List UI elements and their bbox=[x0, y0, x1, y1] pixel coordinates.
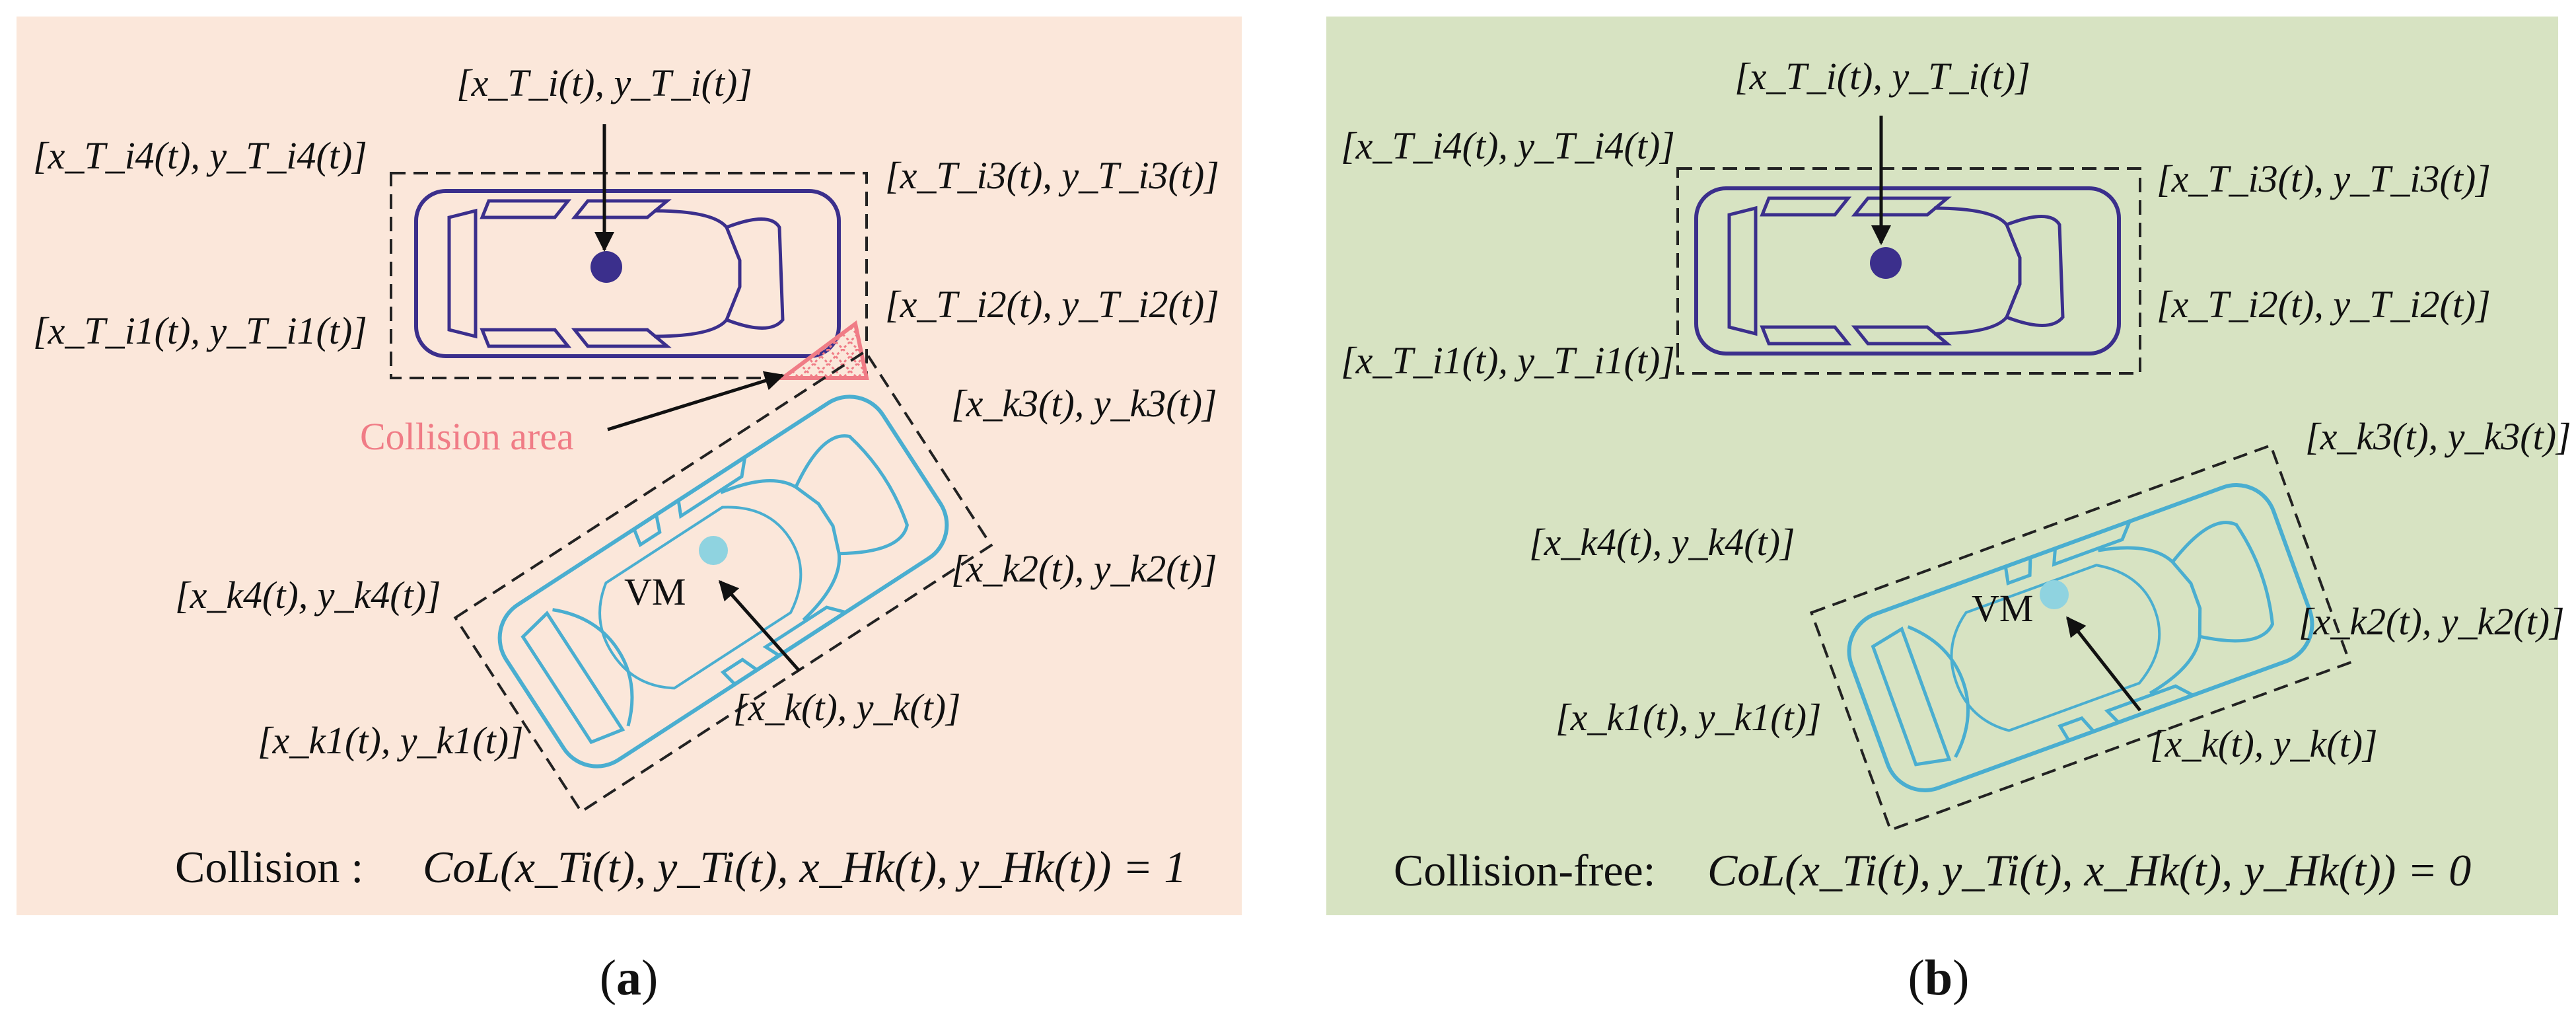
target-corner2-label-b: [x_T_i2(t), y_T_i2(t)] bbox=[2157, 283, 2491, 326]
vehicle-center-label: [x_k(t), y_k(t)] bbox=[733, 686, 961, 729]
panel-b-background bbox=[1326, 17, 2558, 915]
collision-area-label: Collision area bbox=[360, 415, 574, 458]
vm-label-b: VM bbox=[1972, 587, 2033, 630]
caption-a-letter: a bbox=[616, 950, 641, 1006]
vehicle-corner2-label-b: [x_k2(t), y_k2(t)] bbox=[2299, 600, 2565, 643]
target-corner1-label-b: [x_T_i1(t), y_T_i1(t)] bbox=[1341, 339, 1675, 382]
collision-area-arrow bbox=[607, 371, 785, 432]
panel-b: VM [x_T_i(t), y_T_i(t)] [x_T_i4(t), y_T_… bbox=[1326, 17, 2571, 915]
equation-a: CoL(x_Ti(t), y_Ti(t), x_Hk(t), y_Hk(t)) … bbox=[423, 842, 1186, 892]
vehicle-corner2-label: [x_k2(t), y_k2(t)] bbox=[951, 547, 1217, 590]
caption-b: (b) bbox=[1908, 950, 1970, 1006]
equation-b: CoL(x_Ti(t), y_Ti(t), x_Hk(t), y_Hk(t)) … bbox=[1707, 845, 2471, 895]
target-center-label: [x_T_i(t), y_T_i(t)] bbox=[456, 61, 752, 104]
vehicle-center-dot bbox=[699, 536, 728, 565]
target-corner2-label: [x_T_i2(t), y_T_i2(t)] bbox=[885, 283, 1219, 326]
target-bounding-box-b bbox=[1676, 167, 2141, 375]
target-corner4-label: [x_T_i4(t), y_T_i4(t)] bbox=[33, 134, 367, 177]
panel-a-background bbox=[17, 17, 1242, 915]
vehicle-corner3-label: [x_k3(t), y_k3(t)] bbox=[951, 382, 1217, 425]
vehicle-corner3-label-b: [x_k3(t), y_k3(t)] bbox=[2305, 415, 2571, 458]
panel-a: Collision area VM [x_T_i(t), y_T_i(t)] [… bbox=[17, 17, 1242, 915]
vehicle-center-dot-b bbox=[2040, 580, 2069, 609]
caption-a: (a) bbox=[600, 950, 659, 1006]
target-corner3-label-b: [x_T_i3(t), y_T_i3(t)] bbox=[2157, 157, 2491, 200]
target-center-dot bbox=[590, 251, 622, 283]
caption-b-letter: b bbox=[1925, 950, 1952, 1006]
target-corner3-label: [x_T_i3(t), y_T_i3(t)] bbox=[885, 154, 1219, 197]
vehicle-corner1-label-b: [x_k1(t), y_k1(t)] bbox=[1556, 696, 1822, 739]
target-bounding-box bbox=[390, 172, 868, 379]
equation-prefix-a: Collision : bbox=[175, 842, 363, 892]
target-corner4-label-b: [x_T_i4(t), y_T_i4(t)] bbox=[1341, 124, 1675, 167]
target-corner1-label: [x_T_i1(t), y_T_i1(t)] bbox=[33, 309, 367, 352]
vehicle-center-label-b: [x_k(t), y_k(t)] bbox=[2150, 722, 2378, 765]
vehicle-center-arrow-b bbox=[2066, 616, 2141, 712]
equation-prefix-b: Collision-free: bbox=[1394, 845, 1656, 895]
vehicle-corner4-label-b: [x_k4(t), y_k4(t)] bbox=[1529, 521, 1795, 564]
vehicle-corner1-label: [x_k1(t), y_k1(t)] bbox=[258, 719, 524, 762]
vehicle-center-arrow bbox=[719, 580, 801, 672]
vehicle-corner4-label: [x_k4(t), y_k4(t)] bbox=[175, 574, 441, 617]
target-center-label-b: [x_T_i(t), y_T_i(t)] bbox=[1735, 55, 2030, 98]
target-center-dot-b bbox=[1870, 247, 1902, 279]
vm-label: VM bbox=[624, 570, 686, 613]
